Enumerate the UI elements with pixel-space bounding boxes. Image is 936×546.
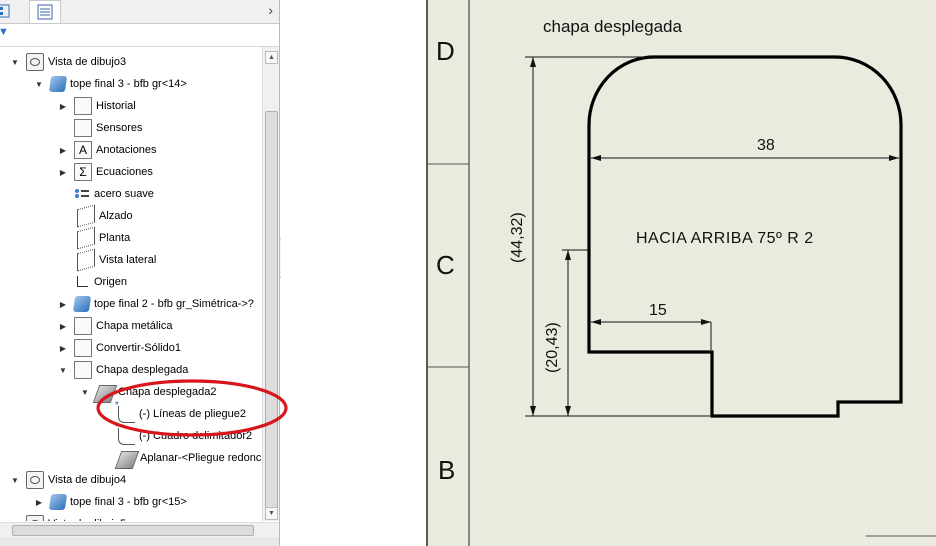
horizontal-scrollbar[interactable]	[0, 522, 279, 537]
zone-label-b: B	[438, 455, 456, 485]
sheet-metal-icon	[74, 317, 92, 335]
horizontal-scroll-thumb[interactable]	[12, 525, 254, 536]
tree-item[interactable]: ▼ Chapa desplegada2	[80, 382, 217, 403]
tree-item-label: tope final 3 - bfb gr<14>	[70, 78, 187, 90]
equations-icon: Σ	[74, 163, 92, 181]
dimension-notch[interactable]: 15	[649, 302, 667, 319]
sensor-icon	[74, 119, 92, 137]
expand-down-icon[interactable]: ▼	[35, 79, 43, 89]
tree-item[interactable]: ▶ Historial	[58, 96, 136, 116]
expand-right-icon[interactable]: ▶	[35, 497, 43, 507]
tree-item-label: Origen	[94, 276, 128, 288]
tree-item-label: Vista de dibujo4	[48, 474, 127, 486]
tree-item-label: Vista lateral	[99, 254, 157, 266]
feature-tree: ▼ Vista de dibujo3 ▼ tope final 3 - bfb gr<…	[0, 47, 262, 521]
tree-item[interactable]: ▼ Vista de dibujo3	[10, 52, 126, 72]
drawing-sheet[interactable]	[428, 0, 936, 546]
expand-down-icon[interactable]: ▼	[10, 520, 20, 522]
vertical-scrollbar[interactable]: ▲ ▼	[262, 47, 279, 521]
drawing-title-note[interactable]: chapa desplegada	[543, 17, 682, 36]
sketch-icon	[115, 400, 135, 423]
scroll-up-icon[interactable]: ▲	[265, 51, 278, 64]
tree-item[interactable]: acero suave	[58, 184, 154, 204]
tree-item-label: Planta	[99, 232, 131, 244]
tree-item[interactable]: ▶ Convertir-Sólido1	[58, 338, 181, 358]
tree-item-label: (-) Líneas de pliegue2	[139, 408, 247, 420]
tree-item[interactable]: ▶ A Anotaciones	[58, 140, 157, 160]
bottom-tab-strip[interactable]	[0, 537, 279, 546]
material-icon	[74, 186, 90, 202]
tree-item[interactable]: ▼ tope final 3 - bfb gr<14>	[34, 74, 187, 94]
tree-item[interactable]: Origen	[58, 272, 127, 292]
tree-item[interactable]: Aplanar-<Pliegue redonc	[102, 448, 262, 469]
feature-tree-icon	[0, 4, 10, 18]
tree-item[interactable]: Planta	[58, 226, 131, 250]
feature-manager-panel: › ▼ ▼ Vista de dibujo3 ▼ tope final 3 - bfb…	[0, 0, 280, 546]
expand-down-icon[interactable]: ▼	[11, 475, 19, 485]
zone-label-c: C	[436, 250, 455, 280]
expand-down-icon[interactable]: ▼	[81, 387, 89, 397]
tree-item[interactable]: ▶ tope final 2 - bfb gr_Simétrica->?	[58, 294, 254, 314]
tree-item-label: Chapa desplegada	[96, 364, 189, 376]
filter-bar[interactable]: ▼	[0, 24, 279, 47]
drawing-view-icon	[26, 471, 44, 489]
tree-item-label: Alzado	[99, 210, 133, 222]
expand-right-icon[interactable]: ▶	[59, 101, 67, 111]
annotations-icon: A	[74, 141, 92, 159]
tree-item-label: Anotaciones	[96, 144, 157, 156]
tree-item-label: acero suave	[94, 188, 154, 200]
expand-right-icon[interactable]: ▶	[59, 343, 67, 353]
expand-right-icon[interactable]: ▶	[59, 145, 67, 155]
property-manager-tab[interactable]	[29, 0, 61, 23]
tree-item-label: tope final 3 - bfb gr<15>	[70, 496, 187, 508]
flat-pattern-folder-icon	[74, 361, 92, 379]
dimension-width[interactable]: 38	[757, 137, 775, 154]
tree-item[interactable]: ▶ tope final 3 - bfb gr<15>	[34, 492, 187, 512]
tree-item[interactable]: ▼ Vista de dibujo4	[10, 470, 126, 490]
zone-label-d: D	[436, 36, 455, 66]
drawing-view-icon	[26, 515, 44, 521]
tree-item-label: Ecuaciones	[96, 166, 153, 178]
tree-item-label: Convertir-Sólido1	[96, 342, 181, 354]
tree-item-label: Vista de dibujo3	[48, 56, 127, 68]
tree-item[interactable]: (-) Líneas de pliegue2	[102, 400, 247, 424]
convert-solid-icon	[74, 339, 92, 357]
expand-right-icon[interactable]: ▶	[59, 299, 67, 309]
tree-item[interactable]: ▶ Σ Ecuaciones	[58, 162, 153, 182]
history-icon	[74, 97, 92, 115]
chevron-right-icon[interactable]: ›	[268, 2, 273, 18]
expand-down-icon[interactable]: ▼	[11, 57, 19, 67]
tree-item[interactable]: Sensores	[58, 118, 142, 138]
tree-item[interactable]: Vista lateral	[58, 248, 157, 272]
panel-tab-bar: ›	[0, 0, 279, 24]
sketch-icon	[115, 422, 135, 445]
tree-item-label: Vista de dibujo5	[48, 518, 126, 521]
tree-item-label: tope final 2 - bfb gr_Simétrica->?	[94, 298, 254, 310]
origin-icon	[74, 274, 90, 290]
feature-manager-tab[interactable]	[0, 0, 18, 22]
expand-right-icon[interactable]: ▶	[59, 167, 67, 177]
scroll-down-icon[interactable]: ▼	[265, 507, 278, 520]
graphics-background	[281, 0, 426, 546]
expand-right-icon[interactable]: ▶	[59, 321, 67, 331]
tree-item-label: Sensores	[96, 122, 143, 134]
filter-icon[interactable]: ▼	[0, 26, 9, 38]
tree-item[interactable]: Alzado	[58, 204, 133, 228]
tree-item-label: Historial	[96, 100, 136, 112]
tree-item[interactable]: ▼ Vista de dibujo5	[10, 514, 126, 521]
tree-item-label: Chapa metálica	[96, 320, 173, 332]
drawing-view-icon	[26, 53, 44, 71]
tree-item[interactable]: ▼ Chapa desplegada	[58, 360, 188, 380]
tree-item-label: Aplanar-<Pliegue redonc	[140, 452, 262, 464]
property-list-icon	[37, 4, 53, 20]
tree-item[interactable]: ▶ Chapa metálica	[58, 316, 172, 336]
tree-item-label: Chapa desplegada2	[118, 386, 217, 398]
sheet-border	[426, 0, 428, 546]
bend-note[interactable]: HACIA ARRIBA 75º R 2	[636, 230, 814, 247]
expand-down-icon[interactable]: ▼	[59, 365, 67, 375]
